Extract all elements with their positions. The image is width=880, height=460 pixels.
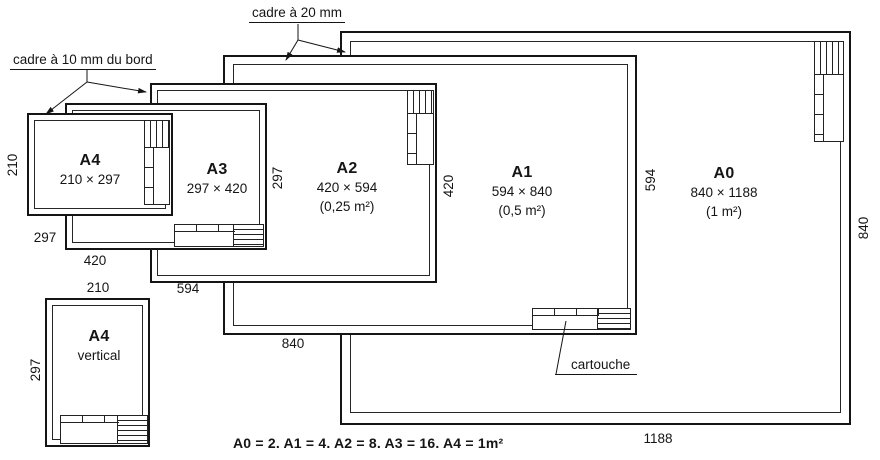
cadre20-arrow-a0 [297, 39, 346, 53]
dim-a4v-height: 297 [28, 358, 43, 382]
fold-hatch [408, 91, 433, 114]
cartouche-a3 [174, 224, 264, 247]
sheet-dims: 840 × 1188 [690, 185, 758, 200]
sheet-dims: 594 × 840 [491, 184, 553, 199]
sheet-name: A3 [206, 161, 228, 178]
sheet-dims: 297 × 420 [186, 181, 248, 196]
fold-column [408, 114, 417, 164]
cartouche-a4v [60, 415, 148, 444]
cartouche-hatch [597, 309, 630, 329]
sheet-name: A0 [713, 165, 735, 182]
fold-hatch [815, 42, 843, 75]
sheet-a4-landscape: A4 210 × 297 [27, 113, 173, 216]
label-a2: A2 420 × 594 (0,25 m²) [297, 159, 397, 216]
fold-column [145, 148, 154, 204]
fold-marks-a2 [407, 90, 434, 165]
sheet-area: (0,5 m²) [498, 203, 546, 218]
label-a4: A4 210 × 297 [40, 151, 140, 189]
label-a3: A3 297 × 420 [167, 160, 267, 198]
sheet-dims: 210 × 297 [59, 172, 121, 187]
cartouche-hatch [233, 225, 263, 246]
cartouche-hatch [117, 416, 147, 443]
sheet-name: A4 [79, 152, 101, 169]
dim-a4-width: 297 [33, 230, 57, 245]
sheet-name: A2 [336, 160, 358, 177]
sheet-name: A4 [88, 328, 110, 345]
dim-a1-width: 840 [281, 336, 305, 351]
label-a4v: A4 vertical [59, 327, 139, 365]
cadre10-arrow-a2 [86, 81, 147, 94]
sheet-a4-vertical: A4 vertical [45, 298, 150, 447]
fold-marks-a4 [144, 120, 170, 205]
dim-a2-width: 594 [176, 281, 200, 296]
dim-a4-height: 210 [5, 153, 20, 177]
dim-a3-height: 297 [270, 166, 285, 190]
label-a1: A1 594 × 840 (0,5 m²) [467, 163, 577, 220]
dim-a0-width: 1188 [643, 431, 673, 446]
cartouche-top-strip [175, 225, 235, 232]
dim-a0-height: 840 [856, 216, 871, 240]
cartouche-top-strip [533, 309, 599, 316]
dim-a2-height: 420 [441, 174, 456, 198]
label-a0: A0 840 × 1188 (1 m²) [667, 164, 781, 221]
cartouche-a1 [532, 308, 631, 330]
formula-areas: A0 = 2. A1 = 4. A2 = 8. A3 = 16. A4 = 1m… [233, 435, 504, 451]
dim-a1-height: 594 [643, 168, 658, 192]
annotation-cadre-20: cadre à 20 mm [249, 5, 346, 23]
cartouche-top-strip [61, 416, 119, 423]
fold-column [815, 75, 824, 141]
sheet-area: (1 m²) [706, 204, 742, 219]
annotation-cadre-10: cadre à 10 mm du bord [10, 52, 156, 70]
fold-hatch [145, 121, 169, 148]
dim-a4v-width: 210 [86, 280, 110, 295]
sheet-area: (0,25 m²) [319, 199, 375, 214]
annotation-cartouche: cartouche [555, 357, 637, 375]
dim-a3-width: 420 [83, 253, 107, 268]
fold-marks-a0 [814, 41, 844, 142]
sheet-dims: 420 × 594 [316, 180, 378, 195]
sheet-name: A1 [511, 164, 533, 181]
sheet-orientation: vertical [77, 348, 121, 363]
